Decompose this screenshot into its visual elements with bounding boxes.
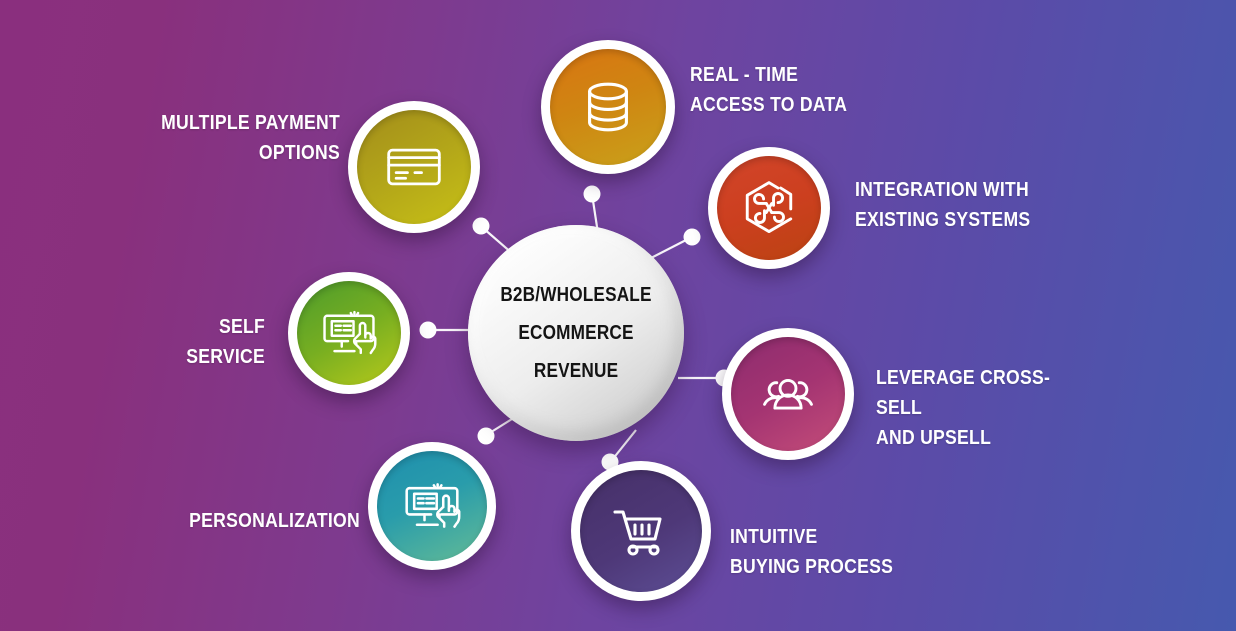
node-cross-sell[interactable] [722, 328, 854, 460]
node-self-service[interactable] [288, 272, 410, 394]
node-integration[interactable] [708, 147, 830, 269]
node-multiple-payment[interactable] [348, 101, 480, 233]
label-cross-sell: LEVERAGE CROSS-SELL AND UPSELL [876, 367, 1051, 449]
connector-dot-integration [683, 228, 701, 246]
node-intuitive-buying[interactable] [571, 461, 711, 601]
label-integration: INTEGRATION WITH EXISTING SYSTEMS [855, 179, 1031, 231]
monitor-hand-icon [405, 483, 461, 528]
connector-dot-real-time [583, 185, 601, 203]
node-real-time-access[interactable] [541, 40, 675, 174]
connector-line-integration [650, 237, 691, 259]
label-multiple-payment: MULTIPLE PAYMENT OPTIONS [161, 112, 340, 164]
credit-card-icon [387, 148, 441, 186]
hub-line-3: REVENUE [533, 360, 619, 382]
database-icon [588, 82, 628, 132]
hub-line-2: ECOMMERCE [518, 322, 634, 344]
connector-dot-personalization [477, 427, 495, 445]
people-group-icon [763, 378, 813, 410]
connector-dot-payment [472, 217, 490, 235]
shopping-cart-icon [613, 510, 662, 556]
label-self-service: SELF SERVICE [186, 316, 265, 368]
label-personalization: PERSONALIZATION [189, 510, 360, 532]
connector-dot-self-service [419, 321, 437, 339]
label-real-time-access: REAL - TIME ACCESS TO DATA [690, 64, 848, 116]
integration-hexagon-icon [745, 181, 793, 234]
node-personalization[interactable] [368, 442, 496, 570]
label-intuitive-buying: INTUITIVE BUYING PROCESS [730, 526, 894, 578]
connector-line-intuitive [611, 429, 637, 461]
hub-line-1: B2B/WHOLESALE [500, 284, 652, 306]
monitor-hand-icon [323, 310, 377, 355]
center-hub[interactable]: B2B/WHOLESALE ECOMMERCE REVENUE [468, 225, 684, 441]
